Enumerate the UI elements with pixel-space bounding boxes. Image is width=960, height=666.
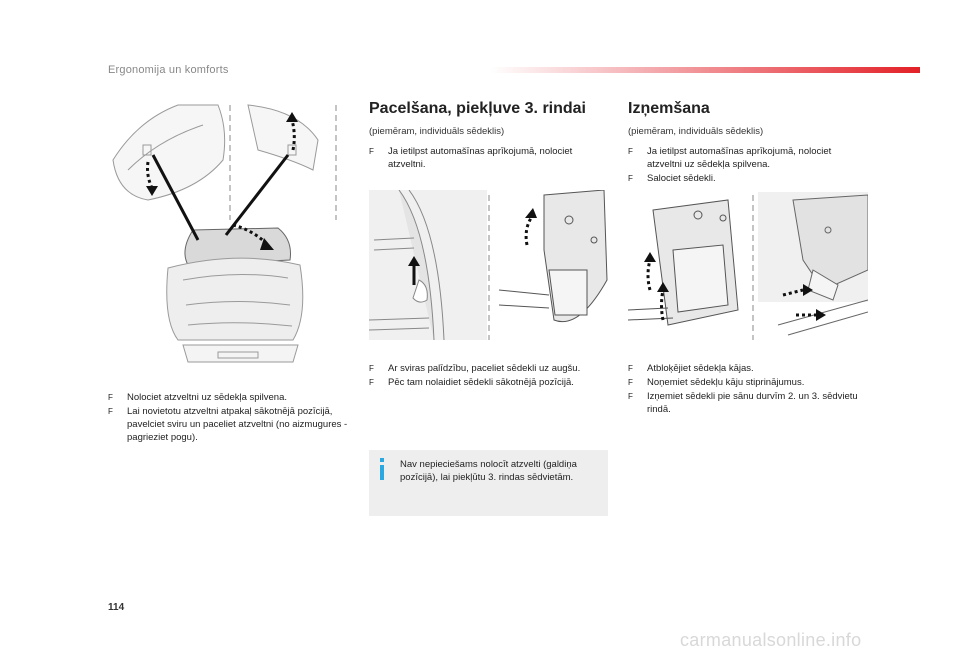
subheading: (piemēram, individuāls sēdeklis)	[628, 126, 764, 137]
seat-fold-illustration	[108, 100, 348, 370]
page-number: 114	[108, 602, 125, 613]
seat-raise-illustration	[369, 190, 609, 350]
subheading: (piemēram, individuāls sēdeklis)	[369, 126, 505, 137]
seat-removal-illustration	[628, 190, 868, 350]
section-title: Ergonomija un komforts	[108, 64, 229, 76]
info-note-box: Nav nepieciešams nolocīt atzvelti (galdi…	[369, 450, 608, 516]
info-note-text: Nav nepieciešams nolocīt atzvelti (galdi…	[400, 459, 577, 483]
info-icon	[377, 458, 387, 480]
header-accent-bar	[490, 67, 920, 73]
heading-removal: Izņemšana	[628, 100, 710, 117]
watermark: carmanualsonline.info	[680, 630, 862, 650]
heading-access-third-row: Pacelšana, piekļuve 3. rindai	[369, 100, 586, 117]
